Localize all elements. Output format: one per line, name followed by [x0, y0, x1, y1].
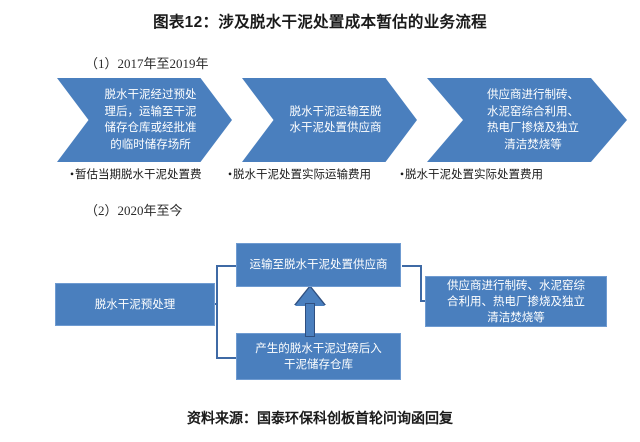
up-arrow-icon	[294, 285, 326, 337]
bullet-item-3-label: 脱水干泥处置实际处置费用	[405, 169, 544, 181]
chevron-step-3: 供应商进行制砖、 水泥窑综合利用、 热电厂掺烧及独立 清洁焚烧等	[427, 78, 627, 162]
bullet-item-2: •脱水干泥处置实际运输费用	[228, 166, 371, 182]
section-1-label: （1）2017年至2019年	[85, 56, 209, 71]
flow-box-pretreatment: 脱水干泥预处理	[55, 283, 215, 326]
bullet-marker-icon: •	[400, 169, 405, 181]
section-2-label: （2）2020年至今	[85, 203, 183, 218]
flow-box-supplier: 供应商进行制砖、水泥窑综 合利用、热电厂掺烧及独立 清洁焚烧等	[425, 276, 607, 327]
connector-bracket-bottom	[216, 357, 237, 359]
chevron-step-2: 脱水干泥运输至脱 水干泥处置供应商	[242, 78, 417, 162]
chevron-step-1-label: 脱水干泥经过预处 理后，运输至干泥 储存仓库或经批准 的临时储存场所	[104, 89, 197, 151]
flow-box-weighing: 产生的脱水干泥过磅后入 干泥储存仓库	[236, 333, 401, 380]
chevron-step-2-label: 脱水干泥运输至脱 水干泥处置供应商	[289, 105, 382, 135]
chevron-step-1: 脱水干泥经过预处 理后，运输至干泥 储存仓库或经批准 的临时储存场所	[57, 78, 232, 162]
process-chevron-row: 脱水干泥经过预处 理后，运输至干泥 储存仓库或经批准 的临时储存场所 脱水干泥运…	[0, 78, 640, 162]
up-arrow-shaft	[305, 303, 315, 337]
up-arrow-head	[295, 287, 325, 306]
bullet-item-2-label: 脱水干泥处置实际运输费用	[233, 169, 372, 181]
connector-transport-right	[402, 265, 422, 267]
connector-bracket-vertical	[216, 265, 218, 359]
connector-bracket-top	[216, 265, 237, 267]
bullet-marker-icon: •	[228, 169, 233, 181]
bullet-item-1: •暂估当期脱水干泥处置费	[70, 166, 202, 182]
chevron-step-3-label: 供应商进行制砖、 水泥窑综合利用、 热电厂掺烧及独立 清洁焚烧等	[487, 89, 579, 151]
flow-diagram: 脱水干泥预处理 运输至脱水干泥处置供应商 产生的脱水干泥过磅后入 干泥储存仓库 …	[0, 230, 640, 405]
source-note: 资料来源：国泰环保科创板首轮问询函回复	[187, 410, 453, 426]
connector-right-vertical	[420, 265, 422, 301]
bullet-marker-icon: •	[70, 169, 75, 181]
bullet-item-1-label: 暂估当期脱水干泥处置费	[75, 169, 202, 181]
flow-box-transport: 运输至脱水干泥处置供应商	[236, 243, 401, 287]
page-title: 图表12：涉及脱水干泥处置成本暂估的业务流程	[153, 14, 487, 31]
bullet-item-3: •脱水干泥处置实际处置费用	[400, 166, 543, 182]
